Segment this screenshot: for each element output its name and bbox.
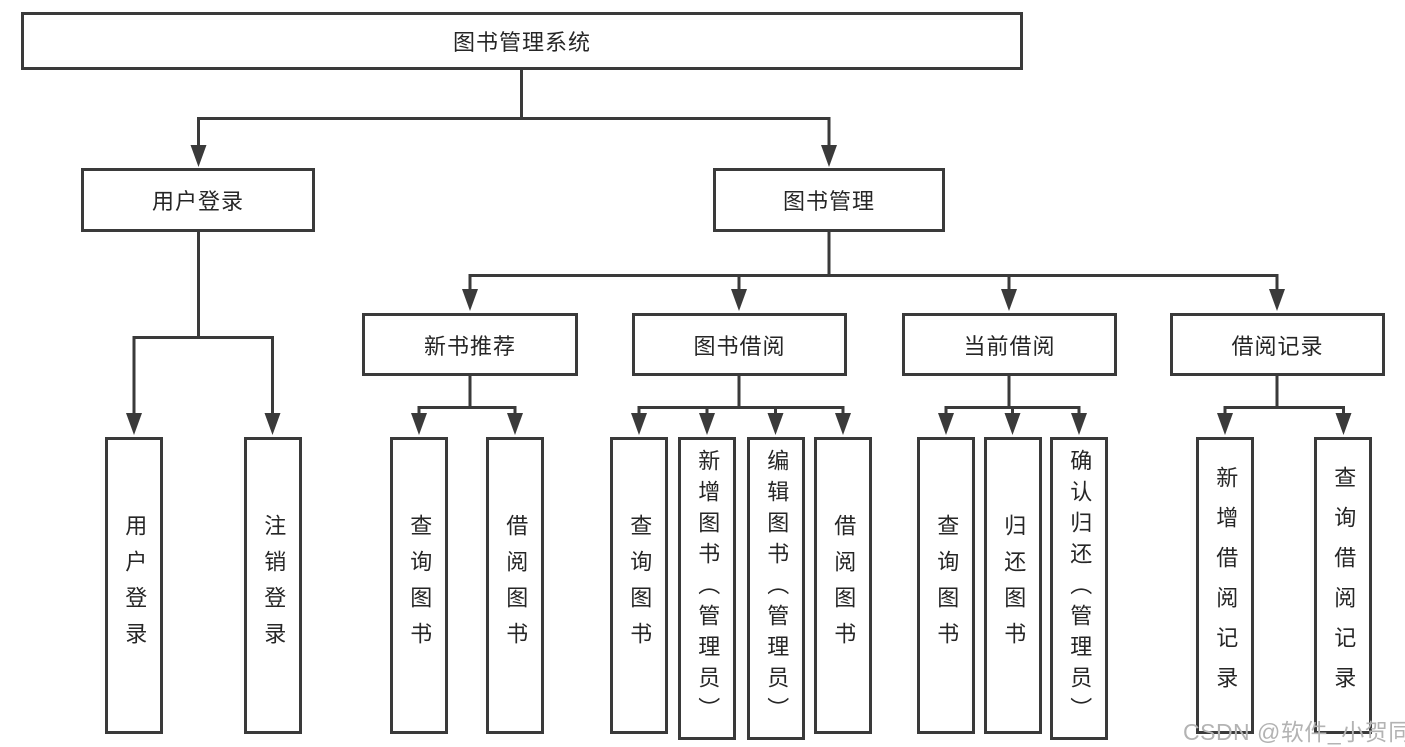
leaf-recommend-borrow-books-label: 借阅图书	[503, 513, 529, 658]
leaf-recommend-query-books: 查询图书	[390, 437, 448, 734]
leaf-edit-book-admin: 编辑图书（管理员）	[747, 437, 805, 740]
node-root: 图书管理系统	[21, 12, 1023, 70]
arrowhead	[507, 413, 523, 435]
leaf-confirm-return-admin-label: 确认归还（管理员）	[1067, 449, 1093, 728]
leaf-user-login: 用户登录	[105, 437, 163, 734]
node-book-management-label: 图书管理	[782, 189, 875, 214]
csdn-watermark: CSDN @软件_小贺同学	[1183, 719, 1405, 745]
leaf-borrow-borrow-books-label: 借阅图书	[831, 513, 857, 658]
arrowhead	[126, 413, 142, 435]
arrowhead	[1217, 413, 1233, 435]
leaf-edit-book-admin-label: 编辑图书（管理员）	[764, 449, 790, 728]
leaf-borrow-query-books: 查询图书	[610, 437, 668, 734]
connector-current-borrow-branch	[938, 376, 1087, 435]
leaf-query-borrow-record: 查询借阅记录	[1314, 437, 1372, 734]
leaf-query-borrow-record-label: 查询借阅记录	[1331, 465, 1357, 706]
leaf-borrow-borrow-books: 借阅图书	[814, 437, 872, 734]
arrowhead	[264, 413, 281, 435]
leaf-return-book-label: 归还图书	[1001, 513, 1027, 658]
node-new-book-recommend-label: 新书推荐	[423, 333, 516, 359]
arrowhead	[1071, 413, 1087, 435]
node-book-borrow-label: 图书借阅	[693, 333, 786, 359]
connector-new-book-branch	[411, 376, 523, 435]
leaf-add-book-admin-label: 新增图书（管理员）	[695, 449, 721, 728]
leaf-confirm-return-admin: 确认归还（管理员）	[1050, 437, 1108, 740]
leaf-add-borrow-record-label: 新增借阅记录	[1213, 465, 1239, 706]
arrowhead	[835, 413, 851, 435]
node-borrow-records: 借阅记录	[1170, 313, 1385, 376]
connector-book-borrow-branch	[631, 376, 851, 435]
node-root-label: 图书管理系统	[452, 30, 591, 55]
connector-book-management-branch	[462, 232, 1285, 311]
connector-root-to-level2	[190, 70, 837, 167]
node-current-borrow: 当前借阅	[902, 313, 1117, 376]
arrowhead	[767, 413, 784, 435]
arrowhead	[190, 145, 207, 167]
node-new-book-recommend: 新书推荐	[362, 313, 578, 376]
arrowhead	[1269, 289, 1285, 311]
arrowhead	[1004, 413, 1021, 435]
leaf-current-query-books: 查询图书	[917, 437, 975, 734]
leaf-recommend-query-books-label: 查询图书	[407, 513, 433, 658]
connector-borrow-records-branch	[1217, 376, 1352, 435]
leaf-add-book-admin: 新增图书（管理员）	[678, 437, 736, 740]
node-book-borrow: 图书借阅	[632, 313, 847, 376]
arrowhead	[938, 413, 954, 435]
arrowhead	[631, 413, 647, 435]
arrowhead	[699, 413, 715, 435]
arrowhead	[411, 413, 427, 435]
leaf-current-query-books-label: 查询图书	[934, 513, 960, 658]
arrowhead	[1335, 413, 1352, 435]
arrowhead	[821, 145, 837, 167]
node-user-login-label: 用户登录	[151, 189, 244, 214]
leaf-logout-label: 注销登录	[261, 513, 287, 658]
leaf-add-borrow-record: 新增借阅记录	[1196, 437, 1254, 734]
leaf-borrow-query-books-label: 查询图书	[627, 513, 653, 658]
leaf-logout: 注销登录	[244, 437, 302, 734]
arrowhead	[462, 289, 478, 311]
node-book-management: 图书管理	[713, 168, 945, 232]
node-borrow-records-label: 借阅记录	[1231, 333, 1324, 359]
arrowhead	[1001, 289, 1017, 311]
connector-user-login-branch	[126, 232, 281, 435]
leaf-user-login-label: 用户登录	[122, 513, 148, 658]
arrowhead	[731, 289, 747, 311]
node-user-login: 用户登录	[81, 168, 315, 232]
node-current-borrow-label: 当前借阅	[963, 333, 1056, 359]
leaf-recommend-borrow-books: 借阅图书	[486, 437, 544, 734]
leaf-return-book: 归还图书	[984, 437, 1042, 734]
